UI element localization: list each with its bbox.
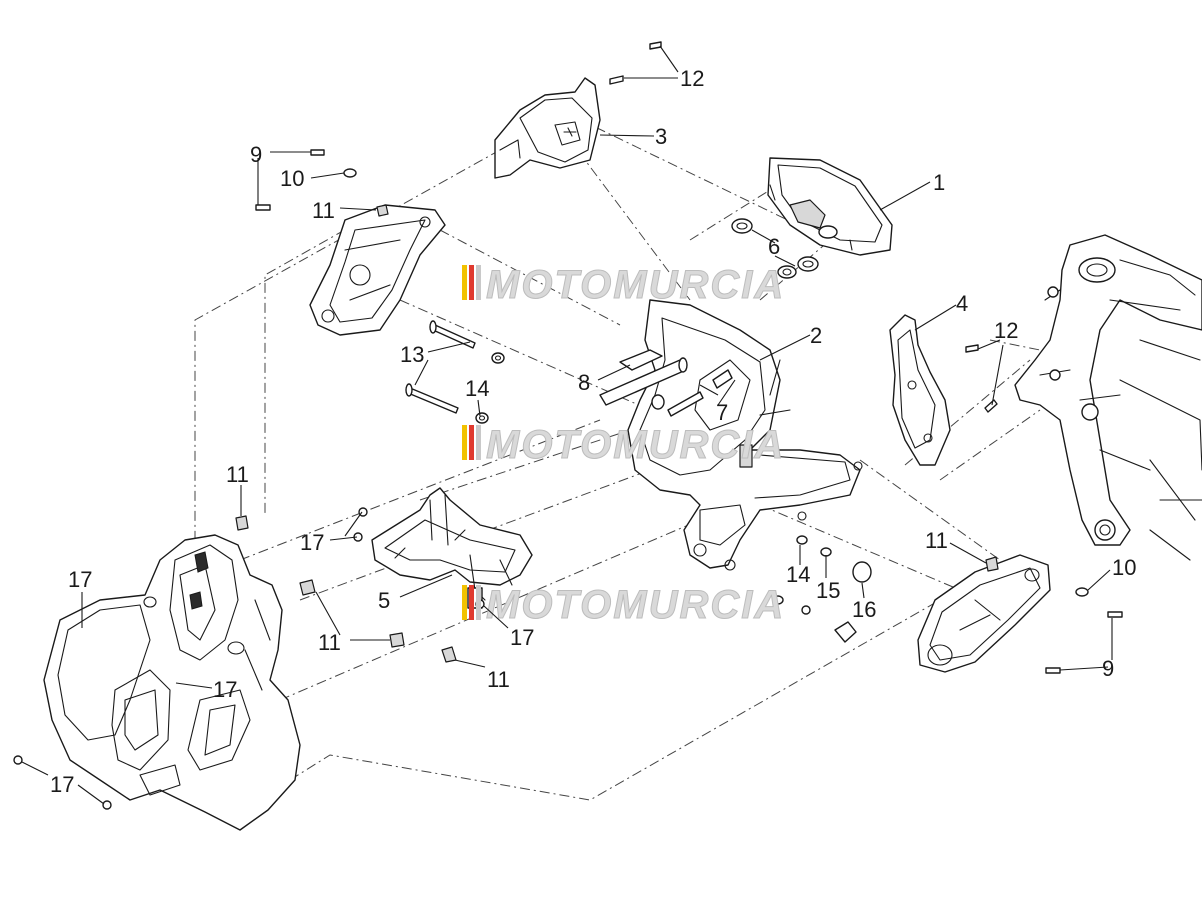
part-7-pin xyxy=(667,369,733,417)
callout-17-center: 17 xyxy=(510,625,534,650)
part-3-bracket xyxy=(494,77,601,179)
watermark-text-bottom: MOTOMURCIA xyxy=(486,583,785,627)
part-16-caps xyxy=(834,561,872,643)
callout-3: 3 xyxy=(655,124,667,149)
callout-16: 16 xyxy=(852,597,876,622)
callout-14-left: 14 xyxy=(465,376,489,401)
callout-11-bottom-left: 11 xyxy=(318,630,341,655)
callout-6: 6 xyxy=(768,234,780,259)
callout-10-right: 10 xyxy=(1112,555,1136,580)
callout-17-fairing-top: 17 xyxy=(68,567,92,592)
callout-7: 7 xyxy=(716,400,728,425)
callout-15: 15 xyxy=(816,578,840,603)
callout-9-right: 9 xyxy=(1102,656,1114,681)
callout-11-bottom: 11 xyxy=(487,667,510,692)
watermark-bottom: MOTOMURCIA xyxy=(462,583,785,628)
part-6-grommets xyxy=(731,218,838,279)
part-12-screws-top xyxy=(609,41,662,85)
part-11-clips xyxy=(235,204,999,663)
callout-5: 5 xyxy=(378,588,390,613)
part-4-side-bracket xyxy=(889,314,951,466)
callout-13: 13 xyxy=(400,342,424,367)
callout-12-top: 12 xyxy=(680,66,704,91)
watermark-text-middle: MOTOMURCIA xyxy=(486,423,785,467)
callout-4: 4 xyxy=(956,291,968,316)
callout-9-left: 9 xyxy=(250,142,262,167)
watermark-top: MOTOMURCIA xyxy=(462,263,785,308)
part-13-bolts xyxy=(405,320,476,414)
left-mount-plate xyxy=(309,204,446,336)
part-12-screws-right xyxy=(965,344,998,413)
right-mount-plate xyxy=(917,554,1051,673)
part-14-nuts xyxy=(475,352,808,605)
callout-17-fairing-bottom: 17 xyxy=(50,772,74,797)
watermark-text-top: MOTOMURCIA xyxy=(486,263,785,307)
callout-8: 8 xyxy=(578,370,590,395)
callout-11-right: 11 xyxy=(925,528,948,553)
callout-2: 2 xyxy=(810,323,822,348)
callout-10-left: 10 xyxy=(280,166,304,191)
motorcycle-frame xyxy=(1014,234,1202,561)
callout-11-top: 11 xyxy=(312,198,335,223)
part-8-rod xyxy=(599,349,688,410)
callout-1: 1 xyxy=(933,170,945,195)
callout-14-right: 14 xyxy=(786,562,810,587)
part-15-washers xyxy=(801,547,832,615)
callout-17-bracket: 17 xyxy=(300,530,324,555)
callout-17-fairing-middle: 17 xyxy=(213,677,237,702)
callout-12-right: 12 xyxy=(994,318,1018,343)
part-1-dashboard xyxy=(767,157,893,256)
callout-11-left: 11 xyxy=(226,462,249,487)
front-fairing xyxy=(43,534,301,831)
leader-lines xyxy=(21,45,1113,805)
callout-numbers: 1 2 3 4 5 6 7 8 9 9 10 10 11 11 11 11 11… xyxy=(50,66,1136,797)
watermark-middle: MOTOMURCIA xyxy=(462,423,785,468)
